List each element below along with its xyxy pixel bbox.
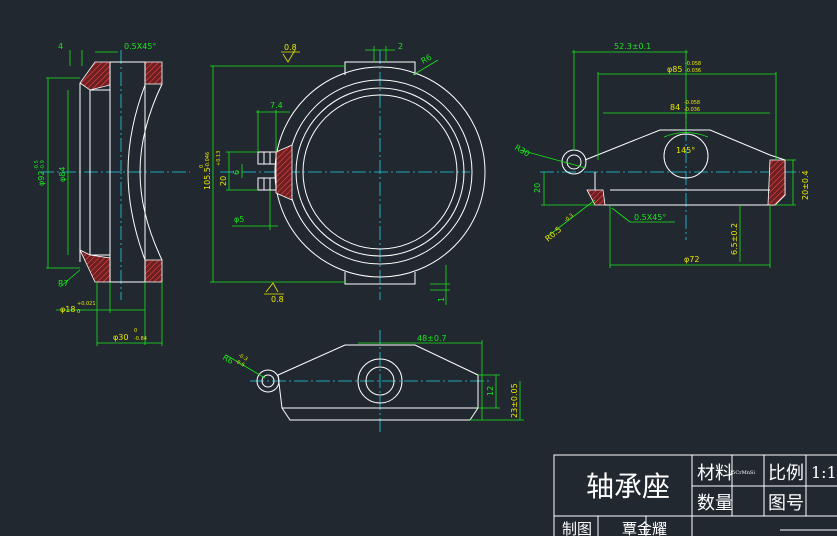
dim-2: 2 <box>398 42 403 51</box>
dim-dia92-tol-u: -0.5 <box>34 160 40 170</box>
rough-top-symbol <box>282 49 296 63</box>
bottom-pin-boss <box>256 369 280 393</box>
dim-dia92: φ92 <box>37 171 46 186</box>
dim-r6-tol-u: -0.3 <box>237 353 248 363</box>
center-hatch-left <box>275 144 293 201</box>
leader-r6-top <box>412 59 439 76</box>
dim-dia92-tol-l: -0.9 <box>40 160 46 170</box>
dim-20-04: 20±0.4 <box>801 170 810 200</box>
dim-dia72: φ72 <box>684 255 699 264</box>
drawer-name: 覃金耀 <box>622 520 667 536</box>
right-pin-boss <box>561 149 587 175</box>
left-lug-bottom <box>257 177 277 191</box>
right-side-view: 52.3±0.1 φ85 -0.058 -0.036 84 -0.058 -0.… <box>513 42 810 268</box>
dim-52-3: 52.3±0.1 <box>614 42 651 51</box>
left-hatch-bottom-right <box>144 259 163 283</box>
right-hatch-right <box>767 159 786 206</box>
dim-84-right: 84 <box>670 103 680 112</box>
dim-7-4: 7.4 <box>270 101 283 110</box>
quantity-label: 数量 <box>697 493 733 514</box>
left-hatch-top-right <box>144 61 163 85</box>
dim-dia30-tol-u: 0 <box>134 328 137 334</box>
dim-105: 105.5 <box>203 167 212 190</box>
leader-r0-5 <box>547 199 596 237</box>
dim-20-tol-u: +0.13 <box>216 151 222 166</box>
dim-105-tol-l: -0.046 <box>205 152 211 168</box>
scale-label: 比例 <box>768 463 804 484</box>
leader-r30 <box>519 149 587 169</box>
title-block-frame <box>553 454 837 536</box>
dim-105-tol-u: 0 <box>199 165 205 168</box>
dim-r0-5: R0.5 <box>544 225 564 244</box>
dim-dia85-tol-u: -0.058 <box>685 61 701 67</box>
dim-dia18-tol-u: +0.021 <box>77 301 96 307</box>
leader-chamfer-right <box>611 207 631 223</box>
left-inner-lines <box>90 89 110 256</box>
rough-bottom: 0.8 <box>271 295 284 304</box>
dim-12: 12 <box>486 386 495 396</box>
dim-dia30: φ30 <box>113 333 128 342</box>
dim-6-5: 6.5±0.2 <box>730 223 739 255</box>
dim-23: 23±0.05 <box>510 383 519 418</box>
material-label: 材料 <box>697 463 733 484</box>
dim-dia30-tol-l: -0.84 <box>134 336 147 342</box>
top-boss <box>344 61 416 75</box>
bottom-top-view: 48±0.7 R6 -0.3 -0.5 12 23±0.05 <box>221 330 524 435</box>
dim-r30: R30 <box>513 143 531 159</box>
circle-inner <box>302 94 458 250</box>
title-block: 轴承座 材料 35CrMnSi 比例 1:1 数量 图号 制图 覃金耀 <box>553 454 837 536</box>
dim-20: 20 <box>219 176 228 186</box>
bottom-body-outline <box>277 344 479 421</box>
dim-r7: R7 <box>58 279 69 288</box>
material-value: 35CrMnSi <box>729 470 755 476</box>
center-front-view: 105.5 0 -0.046 20 +0.13 6 7.4 φ5 0.8 2 R… <box>199 42 486 305</box>
drawing-no-label: 图号 <box>768 493 804 514</box>
dim-dia18-tol-l: 0 <box>77 309 80 315</box>
right-pin-hole <box>566 154 582 170</box>
dim-20-right: 20 <box>533 183 542 193</box>
left-outer-arc <box>139 83 163 261</box>
dim-r6-bottom: R6 <box>221 353 235 366</box>
rough-bottom-symbol <box>265 282 279 293</box>
dim-dia18: φ18 <box>60 305 75 314</box>
dim-r6-tol-l: -0.5 <box>234 359 245 369</box>
right-hatch-left <box>586 189 606 206</box>
leader-r6-bottom <box>225 354 266 379</box>
left-body-outline <box>79 61 146 283</box>
dim-r0-5-tol: -0.3 <box>563 213 574 224</box>
dim-48: 48±0.7 <box>417 334 447 343</box>
circle-outer <box>274 66 486 278</box>
dim-1: 1 <box>437 297 446 302</box>
bottom-bore-inner <box>365 366 395 396</box>
dim-chamfer-right: 0.5X45° <box>634 213 666 222</box>
dim-angle-145: 145° <box>676 146 695 155</box>
left-section-view: 0.5X45° 4 φ92 -0.5 -0.9 φ84 R7 φ18 +0.02… <box>34 42 190 346</box>
dim-dia5: φ5 <box>234 215 244 224</box>
dim-dia84-left: φ84 <box>58 167 67 182</box>
right-body-outline <box>584 129 786 206</box>
left-inner-arc <box>127 84 146 261</box>
angle-arc <box>663 132 709 138</box>
part-name: 轴承座 <box>586 470 670 503</box>
circle-3 <box>295 87 465 257</box>
dim-chamfer-left: 0.5X45° <box>124 42 156 51</box>
left-lug-top <box>257 151 277 165</box>
dim-6: 6 <box>232 170 241 175</box>
leader-r7 <box>59 269 81 288</box>
scale-value: 1:1 <box>811 463 837 482</box>
left-hatch-top-left <box>79 61 111 91</box>
right-bore <box>663 133 709 179</box>
dim-84-tol-l: -0.036 <box>684 107 700 113</box>
dim-4: 4 <box>58 42 63 51</box>
rough-top: 0.8 <box>284 43 297 52</box>
bottom-boss <box>344 272 416 285</box>
bottom-bore-outer <box>357 358 403 404</box>
dim-dia85-tol-l: -0.036 <box>685 68 701 74</box>
drawn-by-label: 制图 <box>562 520 592 536</box>
dim-dia85: φ85 <box>667 65 682 74</box>
dim-84-tol-u: -0.058 <box>684 100 700 106</box>
bottom-pin-hole <box>261 374 275 388</box>
